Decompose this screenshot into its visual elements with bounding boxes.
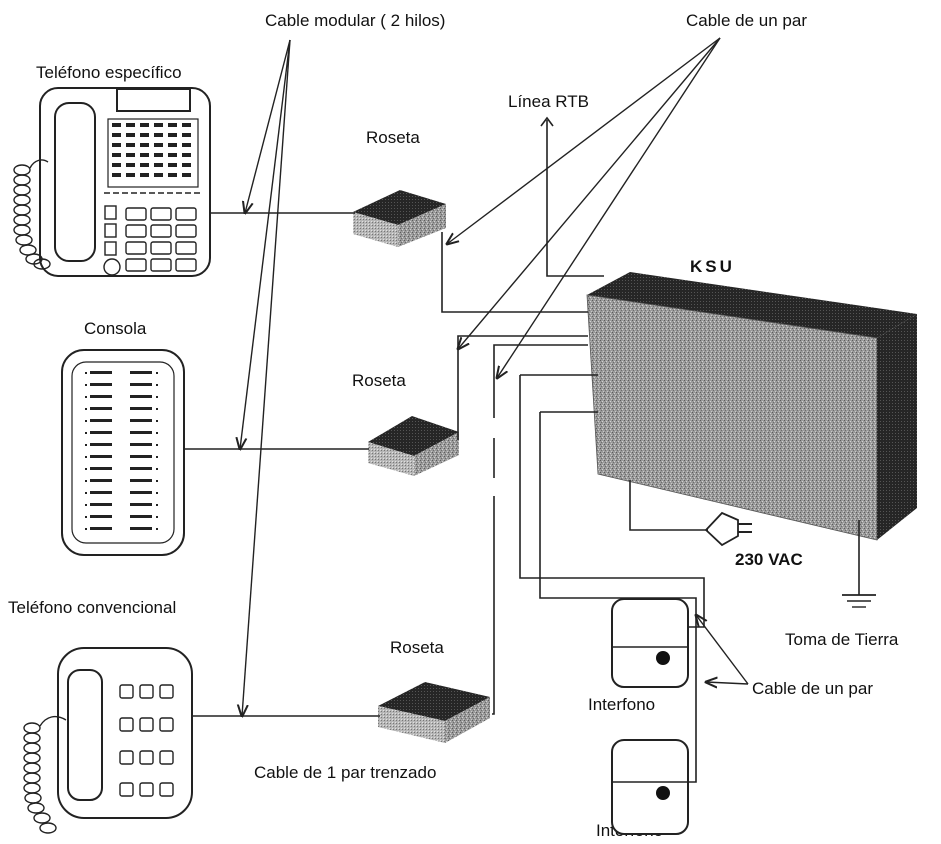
label-consola: Consola — [84, 319, 147, 338]
label-roseta-2: Roseta — [352, 371, 406, 390]
specific-phone-icon — [13, 87, 211, 277]
label-linea-rtb: Línea RTB — [508, 92, 589, 111]
rosette-2-icon — [368, 416, 459, 476]
label-roseta-3: Roseta — [390, 638, 444, 657]
ksu-unit-icon — [586, 272, 917, 541]
label-cable-modular: Cable modular ( 2 hilos) — [265, 11, 445, 30]
label-cable-trenzado: Cable de 1 par trenzado — [254, 763, 436, 782]
label-ksu: KSU — [690, 257, 735, 276]
ground-symbol-icon — [842, 520, 876, 608]
conventional-phone-icon — [23, 647, 193, 834]
wiring — [184, 116, 708, 783]
intercom-2-icon — [611, 739, 689, 835]
rosette-1-icon — [353, 190, 446, 247]
label-telefono-especifico: Teléfono específico — [36, 63, 182, 82]
label-230-vac: 230 VAC — [735, 550, 803, 569]
rosette-3-icon — [378, 682, 490, 743]
label-interfono-1: Interfono — [588, 695, 655, 714]
annotation-arrows — [240, 37, 749, 716]
label-toma-de-tierra: Toma de Tierra — [785, 630, 899, 649]
power-plug-icon — [704, 511, 752, 547]
label-roseta-1: Roseta — [366, 128, 420, 147]
label-telefono-convencional: Teléfono convencional — [8, 598, 176, 617]
label-cable-un-par-top: Cable de un par — [686, 11, 807, 30]
label-cable-un-par-bottom: Cable de un par — [752, 679, 873, 698]
console-icon — [61, 349, 185, 556]
intercom-1-icon — [611, 598, 689, 688]
